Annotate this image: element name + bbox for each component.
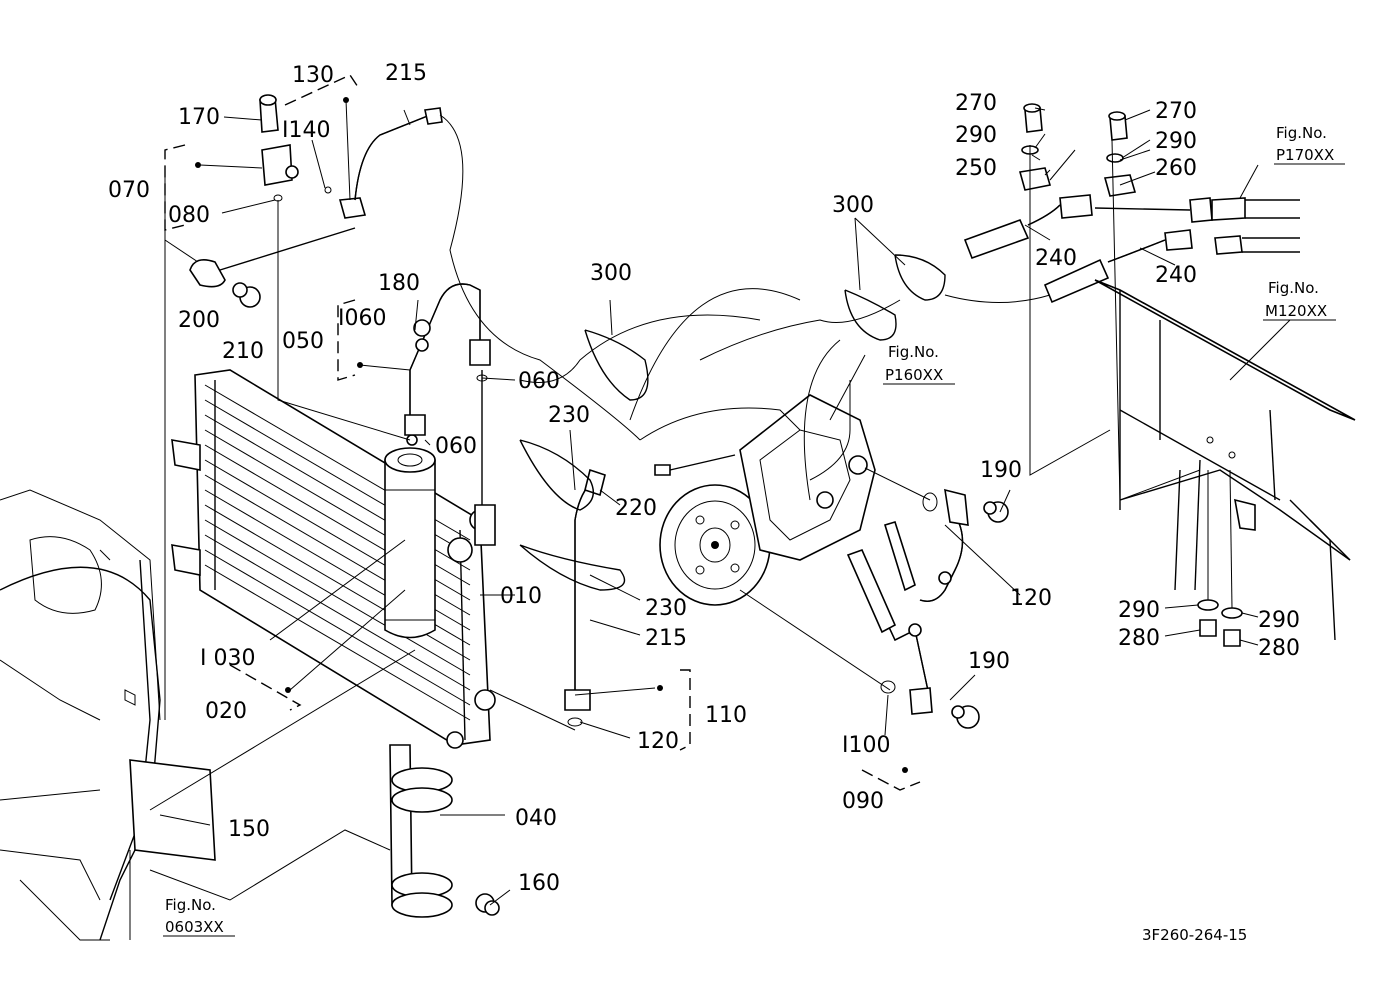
figref-m120-caption: Fig.No. [1268,279,1319,297]
figure-references: Fig.No. P170XX Fig.No. M120XX Fig.No. P1… [163,124,1345,937]
figref-p160[interactable]: P160XX [885,366,943,384]
label-300-a: 300 [590,261,632,286]
leader-lines [149,99,1291,906]
label-100: I100 [842,733,890,758]
group-brackets [164,74,921,791]
label-220: 220 [615,496,657,521]
label-190-b: 190 [968,649,1010,674]
label-160: 160 [518,871,560,896]
label-170: 170 [178,105,220,130]
label-060-c: 060 [435,434,477,459]
label-130: 130 [292,63,334,88]
drier-bracket [389,744,500,918]
label-230-a: 230 [548,403,590,428]
drawing-number: 3F260-264-15 [1142,926,1247,944]
label-250: 250 [955,156,997,181]
label-290-c: 290 [1118,598,1160,623]
label-240-a: 240 [1035,246,1077,271]
label-140: I140 [282,118,330,143]
label-060-a: I060 [338,306,386,331]
label-090: 090 [842,789,884,814]
clamps-top-right [1018,103,1137,197]
label-200: 200 [178,308,220,333]
label-030: I 030 [200,646,255,671]
pipe-050 [404,283,496,546]
pipe-090 [846,548,980,729]
condenser [171,369,496,749]
label-230-b: 230 [645,596,687,621]
label-270-a: 270 [955,91,997,116]
figref-p160-caption: Fig.No. [888,343,939,361]
pressure-switch-block [259,94,367,219]
label-215-b: 215 [645,626,687,651]
label-120-b: 120 [1010,586,1052,611]
label-215-a: 215 [385,61,427,86]
label-150: 150 [228,817,270,842]
label-120-a: 120 [637,729,679,754]
compressor [654,394,876,606]
clip-200 [189,227,356,308]
figref-0603-caption: Fig.No. [165,896,216,914]
label-280-a: 280 [1118,626,1160,651]
label-270-b: 270 [1155,99,1197,124]
label-080: 080 [168,203,210,228]
figref-p170[interactable]: P170XX [1276,146,1334,164]
label-290-b: 290 [1155,129,1197,154]
label-190-a: 190 [980,458,1022,483]
label-240-b: 240 [1155,263,1197,288]
figref-m120[interactable]: M120XX [1265,302,1327,320]
label-060-b: 060 [518,369,560,394]
label-210: 210 [222,339,264,364]
label-010: 010 [500,584,542,609]
label-290-a: 290 [955,123,997,148]
label-300-b: 300 [832,193,874,218]
label-180: 180 [378,271,420,296]
figref-p170-caption: Fig.No. [1276,124,1327,142]
figref-0603[interactable]: 0603XX [165,918,224,936]
hoses-240 [963,194,1300,304]
receiver-drier [384,434,436,639]
label-110: 110 [705,703,747,728]
label-280-b: 280 [1258,636,1300,661]
frame-bracket-right [1094,279,1356,647]
label-290-d: 290 [1258,608,1300,633]
tractor-frame-left [0,170,216,941]
hose-215-middle [564,468,606,727]
pipe-120-right [883,488,1009,602]
label-040: 040 [515,806,557,831]
cable-ties [519,254,946,591]
label-020: 020 [205,699,247,724]
label-050: 050 [282,329,324,354]
part-labels: 010 020 I 030 040 050 I060 060 060 070 0… [108,61,1300,896]
hose-215-top [354,107,443,201]
label-260: 260 [1155,156,1197,181]
label-070: 070 [108,178,150,203]
